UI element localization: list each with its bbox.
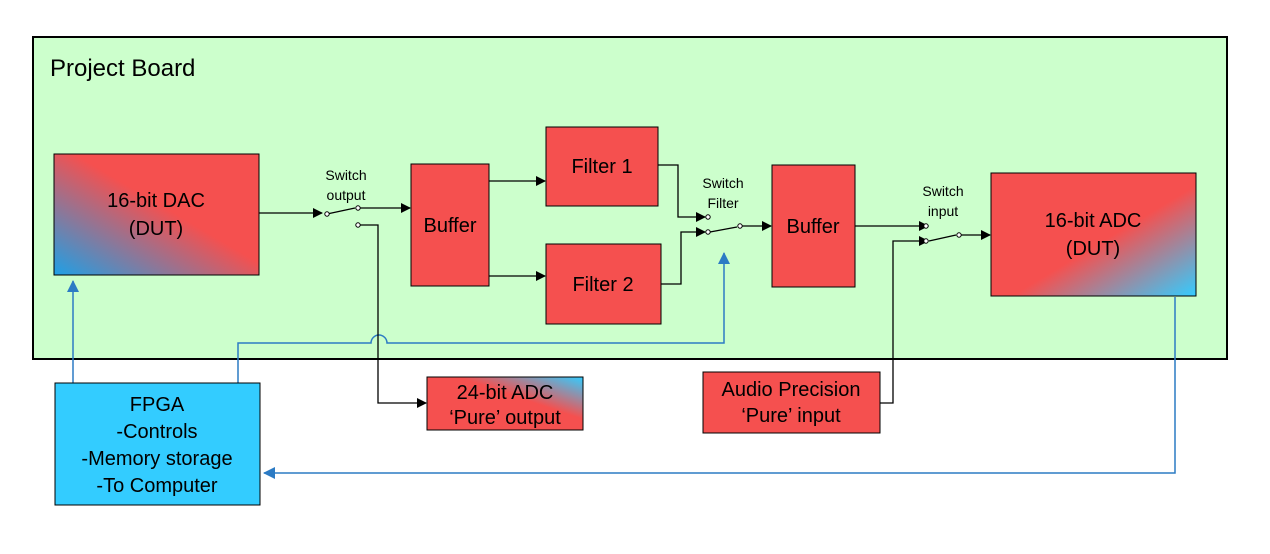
switch-output-to-24bit-adc-line	[360, 224, 427, 408]
switch-input-pivot	[956, 232, 962, 238]
switch-contacts	[324, 205, 962, 244]
switch-input-blade	[928, 234, 957, 242]
switch-input-contact-top	[923, 223, 929, 229]
switch-filter-label-line1: Switch	[702, 175, 743, 191]
fpga-label-line1: FPGA	[130, 394, 185, 416]
dac-block: 16-bit DAC (DUT)	[53, 153, 260, 276]
buffer-1-block: Buffer	[410, 163, 490, 287]
fpga-label-line3: -Memory storage	[81, 448, 232, 470]
buffer-2-block: Buffer	[771, 164, 856, 288]
fpga-to-switch-filter-line	[237, 252, 730, 383]
adc-16bit-block: 16-bit ADC (DUT)	[990, 172, 1197, 297]
project-board-title: Project Board	[50, 55, 195, 82]
audio-precision-block: Audio Precision ‘Pure’ input	[702, 371, 881, 434]
audio-precision-label-line2: ‘Pure’ input	[741, 405, 841, 427]
switch-input-label-line1: Switch	[922, 183, 963, 199]
dac-label-line1: 16-bit DAC	[107, 190, 205, 212]
switch-filter-pivot	[737, 223, 743, 229]
control-lines	[67, 252, 1176, 479]
filter-1-label: Filter 1	[571, 156, 632, 178]
buffer-1-label: Buffer	[424, 215, 477, 237]
switch-filter-blade	[709, 226, 738, 233]
switch-output-contact-top	[355, 205, 361, 211]
audio-precision-to-switch-input-line	[880, 236, 929, 404]
switch-input-label-line2: input	[928, 203, 958, 219]
adc-to-fpga-line	[263, 297, 1176, 479]
switch-filter-contact-bottom	[705, 229, 711, 235]
switch-filter-contact-top	[705, 214, 711, 220]
adc-24bit-label-line2: ‘Pure’ output	[449, 407, 561, 429]
adc-16bit-label-line1: 16-bit ADC	[1045, 210, 1142, 232]
filter1-to-switch-filter-line	[658, 164, 706, 222]
fpga-label-line4: -To Computer	[96, 475, 217, 497]
switch-output-label-line1: Switch	[325, 167, 366, 183]
fpga-block: FPGA -Controls -Memory storage -To Compu…	[54, 382, 261, 506]
filter-1-block: Filter 1	[545, 126, 659, 207]
adc-24bit-label-line1: 24-bit ADC	[457, 382, 554, 404]
switch-output-blade	[326, 207, 356, 215]
filter-2-label: Filter 2	[572, 274, 633, 296]
switch-output-pivot	[324, 211, 330, 217]
audio-precision-label-line1: Audio Precision	[722, 379, 861, 401]
switch-output-contact-bottom	[355, 222, 361, 228]
switch-input-contact-bottom	[923, 238, 929, 244]
filter2-to-switch-filter-line	[661, 227, 706, 285]
dac-label-line2: (DUT)	[129, 218, 183, 240]
adc-24bit-block: 24-bit ADC ‘Pure’ output	[426, 376, 584, 431]
fpga-label-line2: -Controls	[116, 421, 197, 443]
switch-output-label-line2: output	[327, 187, 366, 203]
switch-filter-label-line2: Filter	[707, 195, 738, 211]
buffer-2-label: Buffer	[787, 216, 840, 238]
adc-16bit-label-line2: (DUT)	[1066, 238, 1120, 260]
signal-lines	[259, 164, 991, 408]
filter-2-block: Filter 2	[545, 243, 662, 325]
